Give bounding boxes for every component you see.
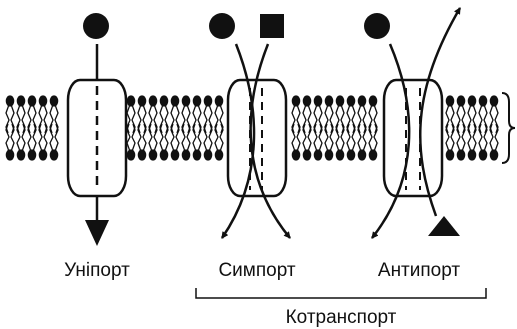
- phospholipid: [313, 95, 323, 161]
- antiport-channel-protein: [382, 78, 444, 198]
- uniport-group: [66, 13, 128, 246]
- phospholipid: [346, 95, 356, 161]
- antiport-group: [364, 7, 462, 239]
- cotransport-bracket: [195, 288, 487, 299]
- phospholipid: [335, 95, 345, 161]
- antiport-label: Антипорт: [378, 260, 460, 281]
- phospholipid: [137, 95, 147, 161]
- phospholipid: [467, 95, 477, 161]
- symport-group: [209, 13, 291, 239]
- phospholipid: [170, 95, 180, 161]
- phospholipid: [38, 95, 48, 161]
- uniport-label: Уніпорт: [64, 260, 130, 281]
- phospholipid: [368, 95, 378, 161]
- symport-path-right: [249, 43, 291, 239]
- phospholipid: [203, 95, 213, 161]
- symport-solute-circle: [209, 13, 235, 39]
- phospholipid: [5, 95, 15, 161]
- phospholipid: [478, 95, 488, 161]
- phospholipid: [291, 95, 301, 161]
- phospholipid: [456, 95, 466, 161]
- phospholipid: [214, 95, 224, 161]
- antiport-solute-circle: [364, 13, 390, 39]
- symport-label: Симпорт: [218, 260, 295, 281]
- phospholipid: [357, 95, 367, 161]
- cotransport-label: Котранспорт: [286, 307, 397, 328]
- phospholipid: [489, 95, 499, 161]
- lipid-bilayer: [5, 95, 499, 161]
- phospholipid: [159, 95, 169, 161]
- phospholipid: [181, 95, 191, 161]
- phospholipid: [148, 95, 158, 161]
- antiport-solute-triangle: [428, 216, 460, 236]
- uniport-solute-circle: [83, 13, 109, 39]
- uniport-arrowhead: [85, 220, 109, 246]
- phospholipid: [302, 95, 312, 161]
- symport-path-left: [220, 43, 256, 239]
- phospholipid: [324, 95, 334, 161]
- phospholipid: [16, 95, 26, 161]
- phospholipid: [126, 95, 136, 161]
- antiport-path-inward: [371, 43, 411, 239]
- phospholipid: [445, 95, 455, 161]
- symport-solute-square: [260, 14, 284, 38]
- membrane-brace: [501, 92, 516, 164]
- phospholipid: [49, 95, 59, 161]
- phospholipid: [192, 95, 202, 161]
- phospholipid: [27, 95, 37, 161]
